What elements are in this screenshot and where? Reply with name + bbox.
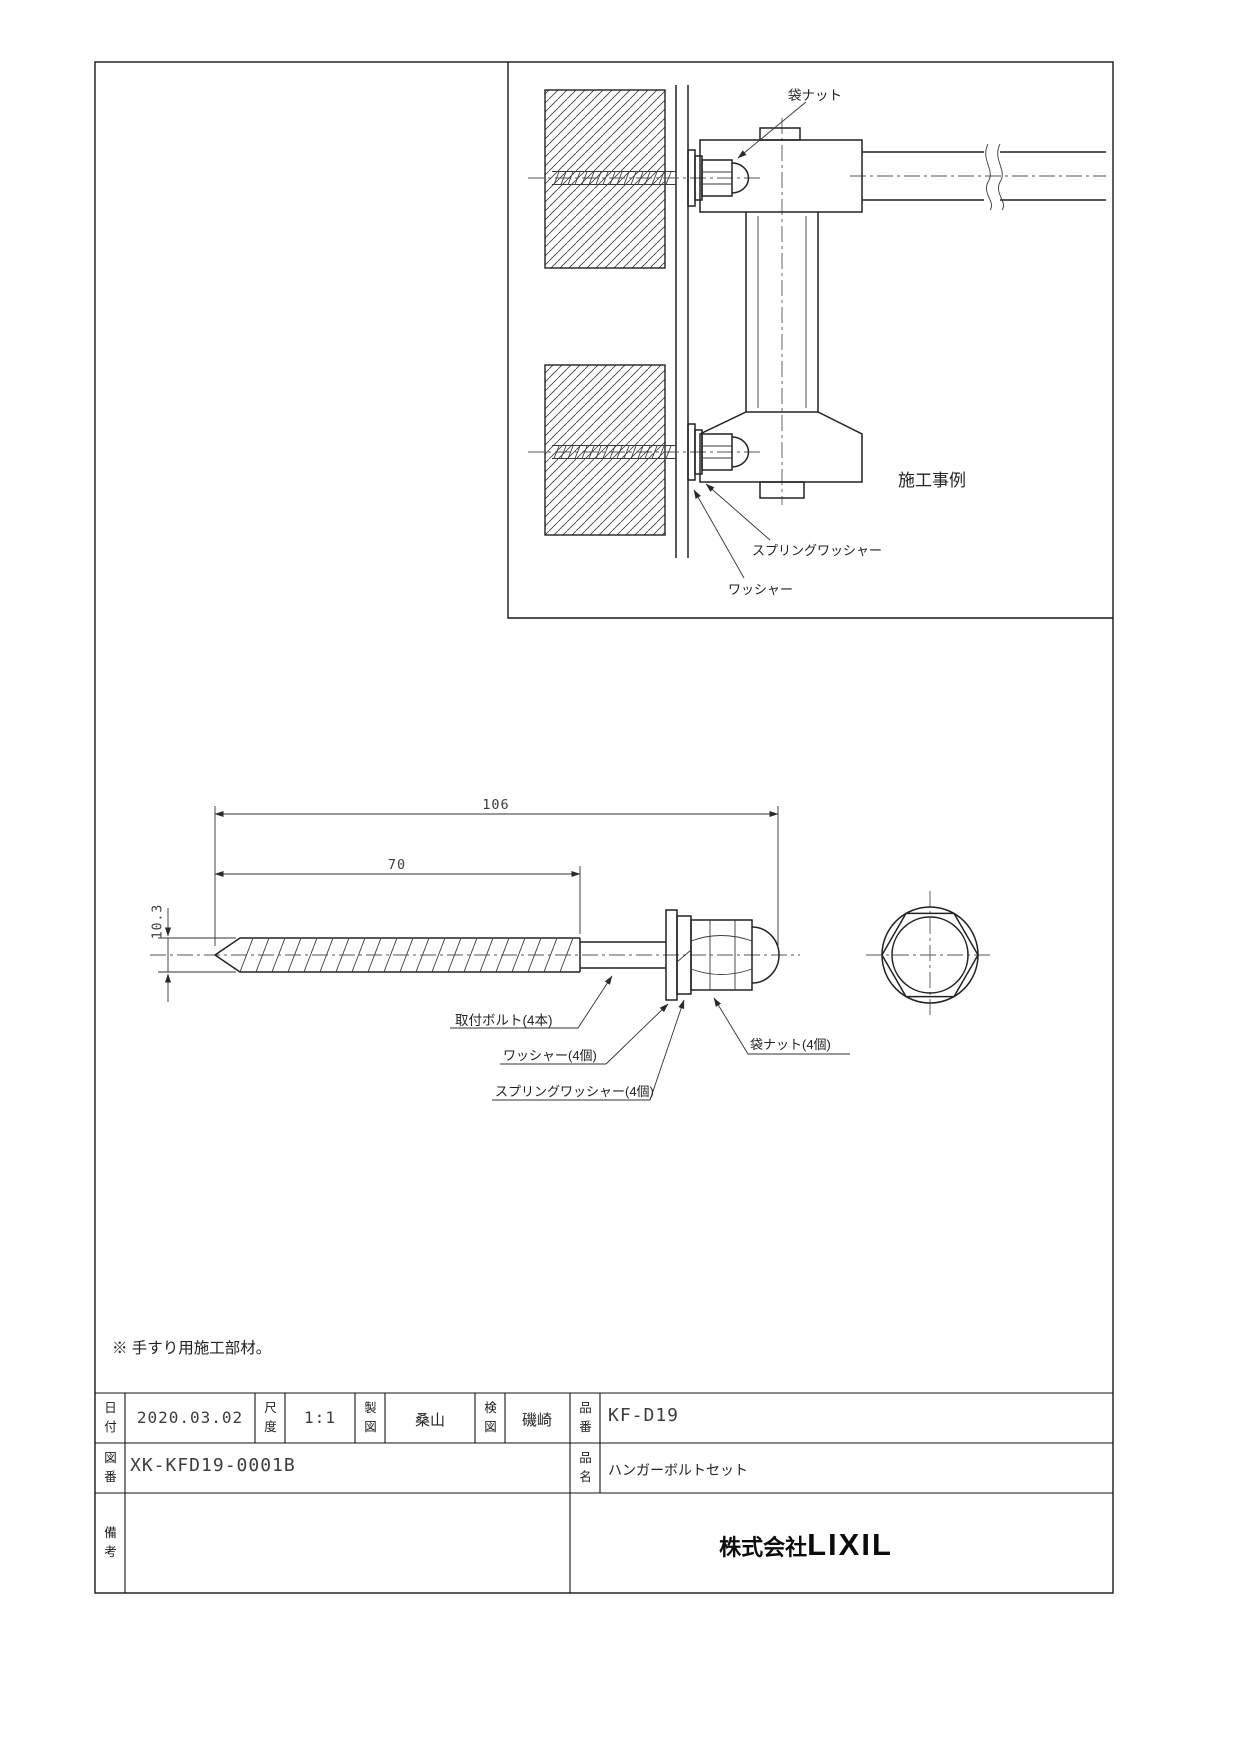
machine-thread-shank bbox=[580, 941, 666, 969]
bolt-side-view bbox=[150, 806, 850, 1101]
wood-thread bbox=[239, 937, 574, 973]
detail-leader-lines bbox=[693, 101, 807, 579]
dimension-lines bbox=[158, 806, 779, 1002]
title-block-grid bbox=[95, 1392, 1113, 1593]
border-frame bbox=[94, 61, 1114, 1594]
installation-detail-view bbox=[507, 62, 1113, 619]
handrail-pipe bbox=[862, 143, 1106, 211]
wall-hatch-bottom bbox=[544, 364, 666, 536]
part-leader-lines bbox=[450, 975, 850, 1101]
cap-nut-side bbox=[690, 919, 780, 991]
mounting-plate bbox=[675, 85, 689, 558]
handrail-bracket bbox=[699, 127, 863, 499]
center-lines bbox=[528, 118, 1106, 505]
cap-nut-end-view bbox=[866, 891, 994, 1019]
